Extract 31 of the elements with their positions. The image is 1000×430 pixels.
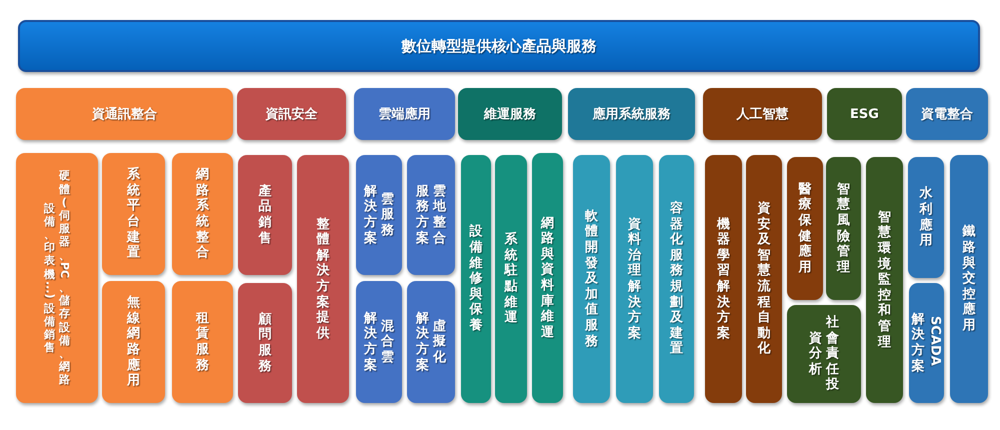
service-box: 設備維修與保養 (461, 155, 491, 403)
service-box: 產品銷售 (238, 155, 292, 275)
category-header: 資電整合 (906, 88, 988, 140)
service-box: 系統平台建置 (102, 153, 165, 275)
service-box: 整體解決方案提供 (297, 155, 349, 403)
service-box: 鐵路與交控應用 (950, 155, 988, 403)
service-box: 租賃服務 (172, 281, 233, 403)
service-box: 智慧環境監控和管理 (866, 157, 903, 403)
service-box: 醫療保健應用 (787, 157, 823, 300)
category-header: 資訊安全 (237, 88, 346, 140)
service-box: 系統駐點維運 (495, 155, 527, 403)
service-box: 容器化服務規劃及建置 (659, 155, 694, 403)
service-box: 社會責任投資分析 (787, 305, 861, 403)
service-box: 資安及智慧流程自動化 (746, 155, 782, 403)
category-header: ESG (827, 88, 902, 140)
service-box: 水利應用 (908, 157, 944, 278)
title-banner: 數位轉型提供核心產品與服務 (18, 20, 980, 72)
service-box: 網路與資料庫維運 (532, 153, 563, 403)
category-header: 人工智慧 (703, 88, 822, 140)
category-header: 資通訊整合 (16, 88, 233, 140)
service-box: 軟體開發及加值服務 (573, 155, 610, 403)
category-header: 應用系統服務 (568, 88, 695, 140)
service-box: 雲地整合服務方案 (407, 155, 455, 275)
service-box: 資料治理解決方案 (616, 155, 653, 403)
service-box: 顧問服務 (238, 283, 292, 403)
service-box: 智慧風險管理 (826, 157, 861, 300)
category-header: 雲端應用 (354, 88, 455, 140)
service-box: 網路系統整合 (172, 153, 233, 275)
category-header: 維運服務 (458, 88, 562, 140)
service-box: 機器學習解決方案 (705, 155, 742, 403)
service-box: 無線網路應用 (102, 281, 165, 403)
